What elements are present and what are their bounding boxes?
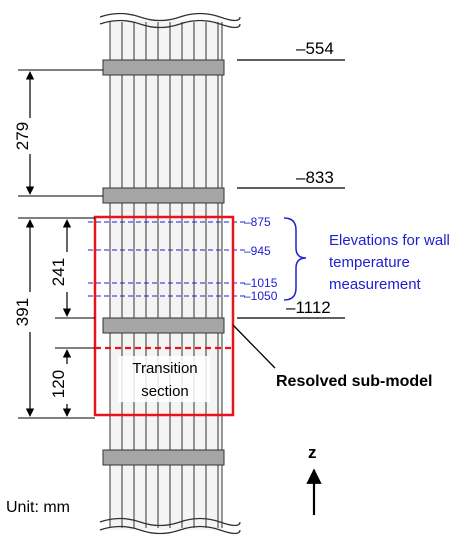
measurement-brace xyxy=(283,217,307,301)
dimension-label-120: 120 xyxy=(49,370,68,398)
measurement-label-945: –945 xyxy=(244,244,271,258)
measurement-label-875: –875 xyxy=(244,215,271,229)
dimension-label-241: 241 xyxy=(49,258,68,286)
transition-label-line1: Transition xyxy=(132,360,197,377)
elevations-note-line3: measurement xyxy=(329,276,422,293)
submodel-leader-line xyxy=(232,324,276,369)
bottom-break-line xyxy=(99,517,241,527)
measurement-label-1050: –1050 xyxy=(244,289,278,303)
dimension-label-391: 391 xyxy=(13,298,32,326)
spacer-grid-2 xyxy=(102,187,225,204)
elevation-label-833: –833 xyxy=(296,168,334,187)
dimension-label-279: 279 xyxy=(13,122,32,150)
measurement-label-1015: –1015 xyxy=(244,276,278,290)
submodel-label: Resolved sub-model xyxy=(276,373,432,390)
elevations-note-line1: Elevations for wall xyxy=(329,232,450,249)
measurement-lines xyxy=(88,221,246,297)
rod-bundle xyxy=(99,12,241,535)
bottom-break-line-2 xyxy=(99,525,241,535)
transition-label-bg xyxy=(118,356,210,402)
z-axis-label: z xyxy=(308,443,317,462)
transition-label-line2: section xyxy=(141,383,189,400)
unit-label: Unit: mm xyxy=(6,499,70,516)
elevation-label-1112: –1112 xyxy=(286,298,331,317)
top-break-line-2 xyxy=(99,19,241,29)
spacer-grid-1 xyxy=(102,59,225,76)
elevation-label-554: –554 xyxy=(296,39,334,58)
spacer-grid-4 xyxy=(102,449,225,466)
resolved-submodel-box xyxy=(93,215,235,417)
spacer-grid-3 xyxy=(102,317,225,334)
elevations-note-line2: temperature xyxy=(329,254,410,271)
top-break-line xyxy=(99,12,241,22)
